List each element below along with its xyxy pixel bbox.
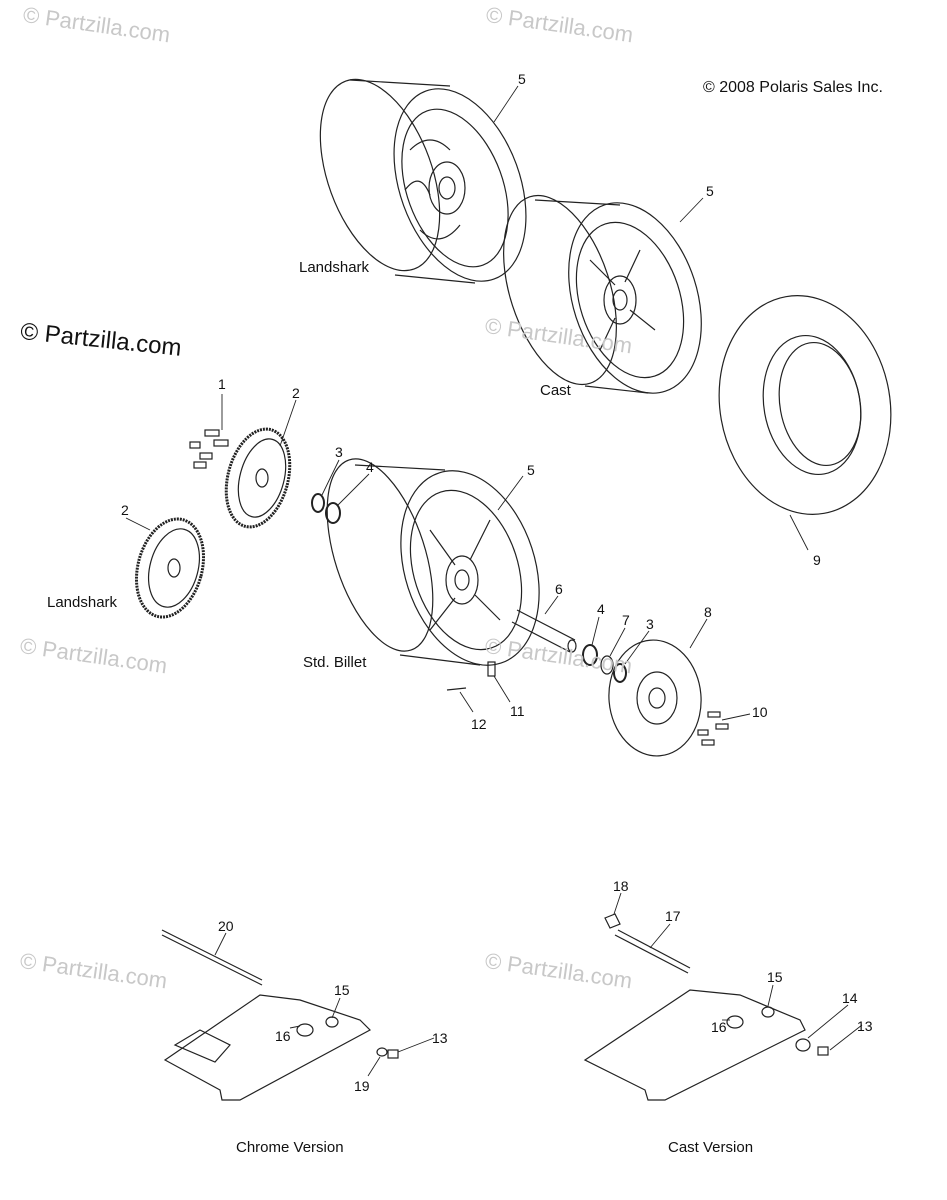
bearing-seal-left-drawing [311,493,341,524]
callout-number: 3 [335,444,343,460]
cast-wheel-drawing [503,194,702,394]
sprocket-bolts-drawing [189,429,229,469]
brake-disc-drawing [608,639,702,757]
swingarm-cast-drawing [583,913,829,1101]
callout-number: 4 [366,459,374,475]
callout-number: 13 [857,1018,873,1034]
callout-number: 17 [665,908,681,924]
callout-number: 15 [334,982,350,998]
callout-number: 2 [121,502,129,518]
label-cast-version: Cast Version [668,1139,754,1156]
callout-number: 7 [622,612,630,628]
callout-number: 1 [218,376,226,392]
sprocket-landshark-drawing [134,517,206,619]
landshark-wheel-drawing [319,78,527,284]
axle-drawing [511,609,577,653]
callout-number: 19 [354,1078,370,1094]
swingarm-chrome-drawing [161,929,399,1101]
callout-number: 18 [613,878,629,894]
callout-number: 2 [292,385,300,401]
valve-stem-drawing [487,661,496,677]
callout-number: 9 [813,552,821,568]
callout-number: 20 [218,918,234,934]
callout-number: 16 [711,1019,727,1035]
callout-number: 12 [471,716,487,732]
callout-number: 11 [510,703,525,719]
callout-number: 5 [706,183,714,199]
callout-number: 4 [597,601,605,617]
callout-number: 10 [752,704,768,720]
leader-lines [125,85,863,1077]
sprocket-upper-drawing [224,427,292,529]
bearing-seal-right-drawing [582,644,627,683]
callout-number: 6 [555,581,563,597]
tire-drawing [718,295,892,515]
callout-number: 16 [275,1028,291,1044]
label-std-billet: Std. Billet [303,654,367,671]
copyright-notice: © 2008 Polaris Sales Inc. [703,79,883,96]
callout-number: 14 [842,990,858,1006]
label-landshark-wheel: Landshark [299,259,370,276]
label-chrome-version: Chrome Version [236,1139,344,1156]
std-billet-wheel-drawing [326,458,540,666]
label-cast-wheel: Cast [540,382,571,399]
disc-bolts-drawing [697,711,729,746]
callout-number: 3 [646,616,654,632]
callout-number: 8 [704,604,712,620]
balance-weight-drawing [446,687,467,691]
label-landshark-sprocket: Landshark [47,594,118,611]
callout-number: 5 [518,71,526,87]
callout-number: 15 [767,969,783,985]
callout-number: 5 [527,462,535,478]
callout-number: 13 [432,1030,448,1046]
